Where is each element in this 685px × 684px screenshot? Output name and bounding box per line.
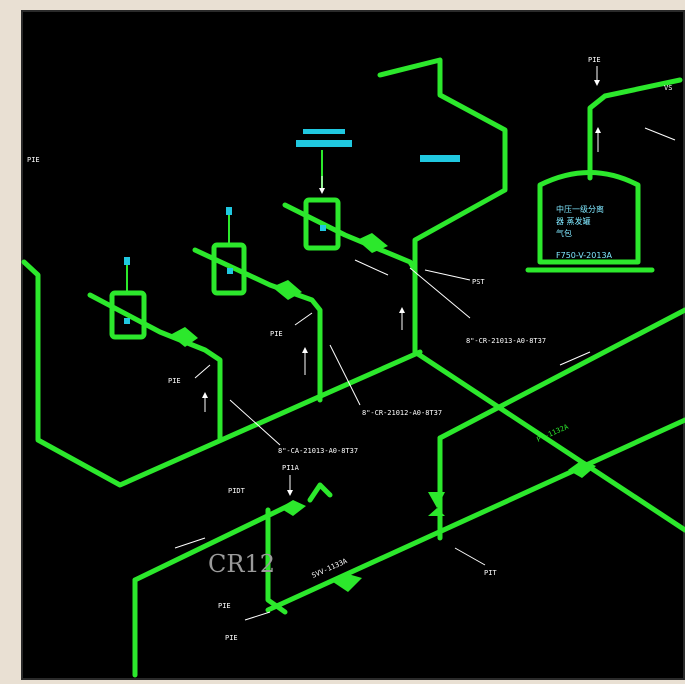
- cap-small-2: [226, 207, 232, 215]
- cap-large: [296, 140, 352, 147]
- cap-large-top: [303, 129, 345, 134]
- tag-pie-r2: PIE: [270, 330, 283, 338]
- vessel-id: F750-V-2013A: [556, 251, 613, 260]
- line-label-1: 8"-CR-21013-A0-8T37: [466, 337, 546, 345]
- line-label-3: 8"-CA-21013-A0-8T37: [278, 447, 358, 455]
- pipe-lower-riser: [132, 502, 293, 615]
- flow-arrows: [202, 66, 601, 496]
- instrument-vessel-1: [109, 290, 147, 340]
- valve-2: [272, 280, 302, 300]
- vessel-indicator-3: [320, 225, 326, 231]
- valve-handle: [307, 482, 333, 503]
- valve-pv: [568, 460, 596, 478]
- vessel-text-1: 中压一级分离: [556, 204, 604, 214]
- pipe-vertical-center: [377, 57, 508, 355]
- valve-svv: [333, 574, 362, 592]
- tag-pi1a: PI1A: [282, 464, 300, 472]
- tag-pie-left: PIE: [27, 156, 40, 164]
- tag-pie-low2: PIE: [225, 634, 238, 642]
- tag-pie-r1: PIE: [168, 377, 181, 385]
- tag-pie-top-right: PIE: [588, 56, 601, 64]
- cad-canvas: [21, 10, 685, 680]
- instrument-vessel-3: [303, 197, 341, 251]
- cap-small-1: [124, 257, 130, 265]
- valve-lower: [280, 500, 306, 516]
- tag-pit: PIT: [484, 569, 497, 577]
- valve-3: [357, 233, 388, 253]
- vessel-indicator-2: [227, 268, 233, 274]
- leader-lines: [174, 127, 676, 621]
- valve-vertical: [428, 492, 445, 516]
- line-label-2: 8"-CR-21012-A0-8T37: [362, 409, 442, 417]
- tag-pst: PST: [472, 278, 485, 286]
- pipe-top-right-vessel: [587, 77, 683, 181]
- separator-vessel: [537, 170, 641, 265]
- vessel-text-2: 器 蒸发罐: [556, 216, 591, 226]
- pipe-header-main: [412, 349, 685, 533]
- cap-right: [420, 155, 460, 162]
- branch-pipe-1: [87, 292, 223, 443]
- valve-symbols: [170, 233, 596, 592]
- cr-label: CR12: [208, 550, 275, 578]
- vessel-text-3: 气包: [556, 228, 572, 238]
- pipe-header-mid: [437, 307, 685, 441]
- tag-pidt: PIDT: [228, 487, 246, 495]
- tag-pie-low1: PIE: [218, 602, 231, 610]
- valve-1: [170, 327, 198, 347]
- pipe-header-lower: [265, 417, 685, 613]
- instrument-vessel-2: [211, 242, 247, 296]
- tag-vs: VS: [664, 84, 672, 92]
- vessel-indicator-1: [124, 318, 130, 324]
